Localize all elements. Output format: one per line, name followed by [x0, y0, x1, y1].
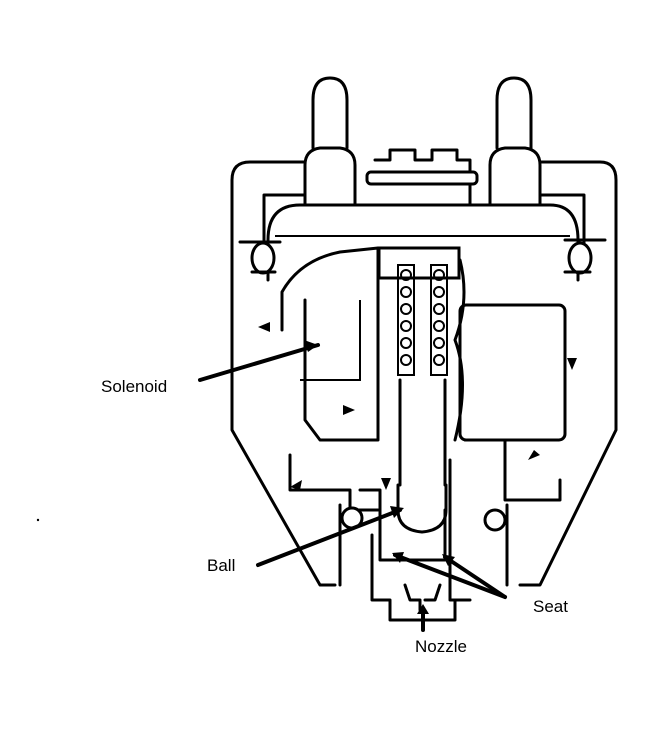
right-terminal	[495, 76, 533, 150]
outer-housing	[230, 160, 618, 587]
right-block	[458, 303, 567, 442]
plunger	[398, 378, 447, 487]
stray-dot	[36, 518, 40, 522]
o-ring-lower-right	[483, 508, 507, 532]
ball-chamber	[396, 483, 448, 534]
left-terminal-base	[303, 146, 357, 207]
label-solenoid: Solenoid	[101, 377, 167, 396]
solenoid-coil	[280, 246, 380, 442]
spring-right	[430, 264, 448, 376]
label-nozzle: Nozzle	[415, 637, 467, 656]
ball-leader	[256, 508, 402, 567]
spring-coils	[400, 269, 445, 366]
nozzle-tip	[403, 583, 442, 612]
label-seat: Seat	[533, 597, 568, 616]
inner-wall	[262, 193, 586, 272]
flow-arrows	[258, 322, 577, 490]
armature-top	[377, 246, 461, 280]
seat-leader-2	[443, 555, 507, 599]
connector-block	[373, 148, 472, 207]
right-terminal-base	[488, 146, 542, 207]
inner-body	[266, 203, 580, 282]
label-ball: Ball	[207, 556, 235, 575]
o-ring-right	[567, 241, 593, 275]
spring-left	[397, 264, 415, 376]
left-terminal	[311, 76, 349, 150]
connector-flange	[365, 170, 479, 186]
solenoid-leader	[198, 343, 320, 382]
seat-leader-1	[393, 553, 507, 599]
o-ring-left	[250, 241, 276, 275]
